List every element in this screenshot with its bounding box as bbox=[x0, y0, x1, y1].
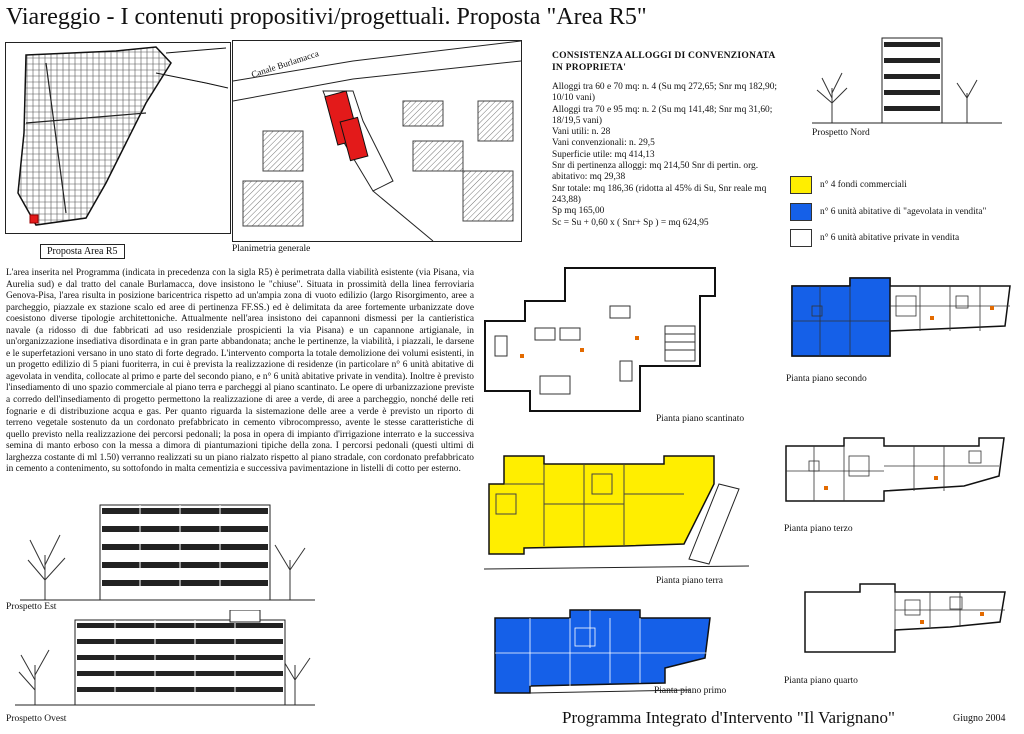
elevation-north bbox=[812, 28, 1002, 128]
legend-swatch-blue bbox=[790, 203, 812, 221]
consistency-line: Vani convenzionali: n. 29,5 bbox=[552, 138, 655, 149]
plan-fourth bbox=[800, 582, 1010, 672]
city-map bbox=[5, 42, 231, 234]
legend-swatch-white bbox=[790, 229, 812, 247]
plan-first bbox=[490, 608, 715, 698]
plan-basement bbox=[480, 266, 720, 414]
consistency-block: CONSISTENZA ALLOGGI DI CONVENZIONATA IN … bbox=[552, 50, 787, 229]
elevation-west-caption: Prospetto Ovest bbox=[6, 714, 67, 724]
footer-date: Giugno 2004 bbox=[953, 713, 1006, 724]
consistency-line: Snr di pertinenza alloggi: mq 214,50 Snr… bbox=[552, 161, 759, 183]
plan-fourth-caption: Pianta piano quarto bbox=[784, 676, 858, 686]
legend-label: n° 6 unità abitative private in vendita bbox=[820, 233, 960, 243]
consistency-line: Alloggi tra 70 e 95 mq: n. 2 (Su mq 141,… bbox=[552, 104, 773, 126]
elevation-north-caption: Prospetto Nord bbox=[812, 128, 870, 138]
consistency-heading: CONSISTENZA ALLOGGI DI CONVENZIONATA IN … bbox=[552, 50, 776, 73]
site-plan-caption: Planimetria generale bbox=[232, 244, 311, 254]
plan-ground-caption: Pianta piano terra bbox=[656, 576, 724, 586]
legend-agevolata: n° 6 unità abitative di "agevolata in ve… bbox=[790, 203, 986, 221]
elevation-east-caption: Prospetto Est bbox=[6, 602, 57, 612]
map-label: Proposta Area R5 bbox=[47, 246, 118, 257]
plan-first-caption: Pianta piano primo bbox=[654, 686, 727, 696]
plan-ground bbox=[484, 454, 749, 578]
plan-third bbox=[784, 436, 1009, 524]
consistency-line: Superficie utile: mq 414,13 bbox=[552, 149, 655, 160]
map-label-box: Proposta Area R5 bbox=[40, 244, 125, 259]
page-title: Viareggio - I contenuti propositivi/prog… bbox=[6, 4, 647, 30]
plan-second bbox=[790, 276, 1015, 366]
plan-basement-caption: Pianta piano scantinato bbox=[656, 414, 745, 424]
elevation-west bbox=[15, 610, 315, 708]
plan-third-caption: Pianta piano terzo bbox=[784, 524, 853, 534]
legend-label: n° 4 fondi commerciali bbox=[820, 180, 907, 190]
elevation-east bbox=[20, 500, 315, 602]
footer-title: Programma Integrato d'Intervento "Il Var… bbox=[562, 708, 895, 727]
legend-label: n° 6 unità abitative di "agevolata in ve… bbox=[820, 207, 987, 217]
legend-private: n° 6 unità abitative private in vendita bbox=[790, 229, 959, 247]
consistency-line: Sc = Su + 0,60 x ( Snr+ Sp ) = mq 624,95 bbox=[552, 217, 709, 228]
plan-second-caption: Pianta piano secondo bbox=[786, 374, 867, 384]
legend-swatch-yellow bbox=[790, 176, 812, 194]
description-text: L'area inserita nel Programma (indicata … bbox=[6, 268, 474, 475]
consistency-line: Alloggi tra 60 e 70 mq: n. 4 (Su mq 272,… bbox=[552, 82, 777, 104]
consistency-line: Snr totale: mq 186,36 (ridotta al 45% di… bbox=[552, 183, 767, 205]
site-plan bbox=[232, 40, 522, 242]
consistency-line: Vani utili: n. 28 bbox=[552, 127, 611, 138]
legend-commercial: n° 4 fondi commerciali bbox=[790, 176, 907, 194]
consistency-line: Sp mq 165,00 bbox=[552, 206, 605, 217]
